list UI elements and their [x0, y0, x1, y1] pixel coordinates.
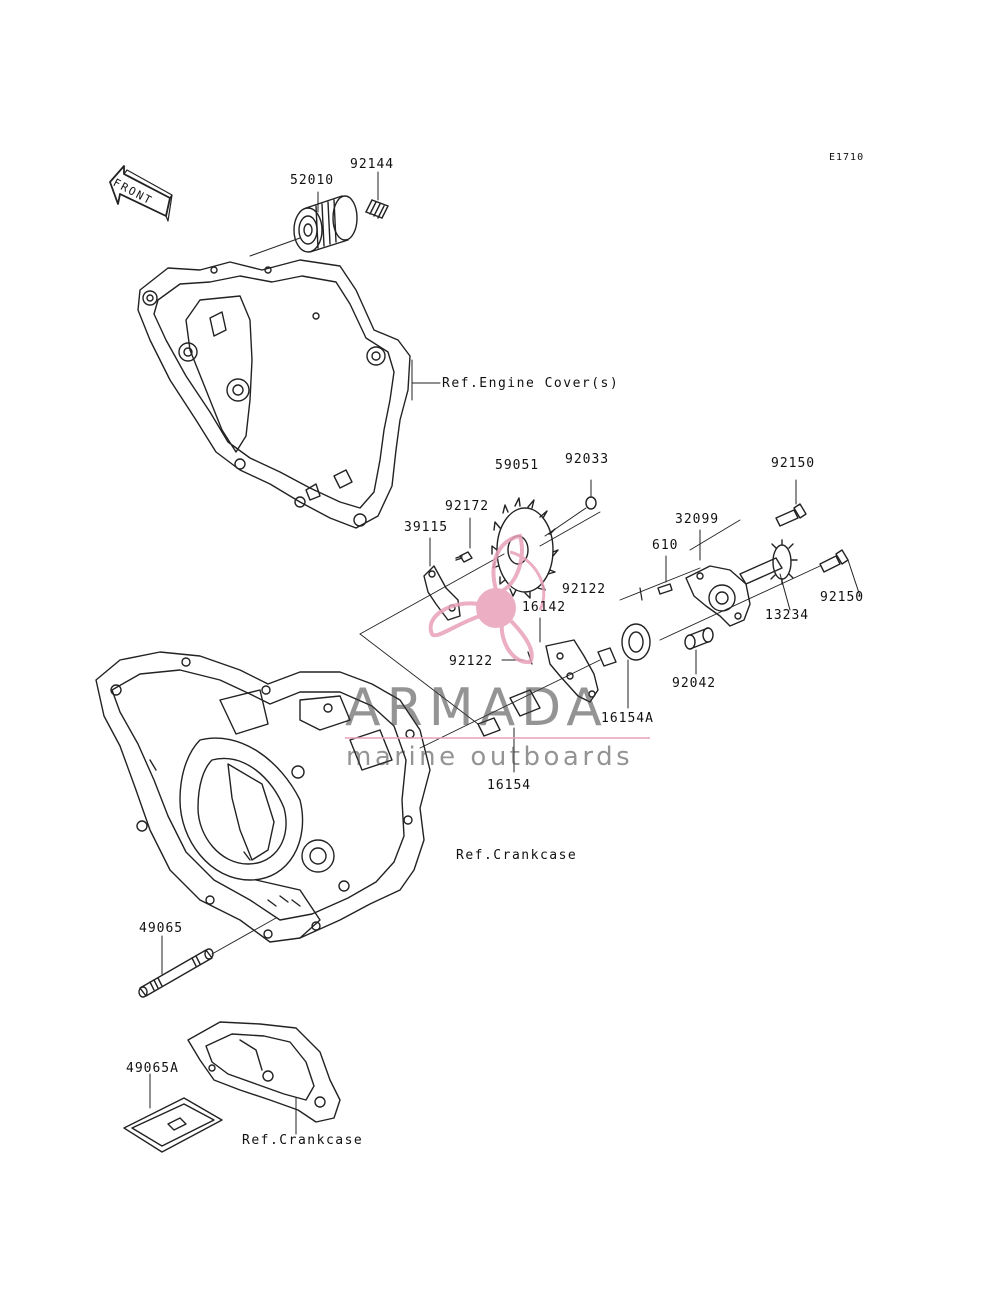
crankcase-icon [95, 651, 431, 943]
part-label-16142: 16142 [522, 600, 567, 615]
part-label-92122-b: 92122 [449, 654, 494, 669]
part-label-92150-top: 92150 [771, 456, 816, 471]
part-label-16154: 16154 [487, 778, 532, 793]
part-label-16154A: 16154A [601, 711, 654, 726]
part-label-610: 610 [652, 538, 679, 553]
pump-shaft-icon [739, 539, 798, 585]
ref-crankcase-lower: Ref.Crankcase [242, 1133, 364, 1148]
part-label-13234: 13234 [765, 608, 810, 623]
part-label-59051: 59051 [495, 458, 540, 473]
part-label-92042: 92042 [672, 676, 717, 691]
spring-icon [365, 199, 389, 219]
bolt-92150-icon [775, 503, 807, 527]
ref-crankcase: Ref.Crankcase [456, 848, 578, 863]
engine-cover-gasket [137, 259, 411, 529]
bolt-92150-icon [819, 549, 849, 573]
strainer-icon [123, 1097, 223, 1153]
part-label-92150-b: 92150 [820, 590, 865, 605]
outer-rotor-icon [621, 623, 651, 661]
watermark-logo-icon [428, 533, 546, 665]
part-label-52010: 52010 [290, 173, 335, 188]
circlip-icon [585, 496, 597, 510]
pump-cover-icon [545, 639, 599, 703]
part-label-49065A: 49065A [126, 1061, 179, 1076]
part-label-32099: 32099 [675, 512, 720, 527]
crankcase-fragment-icon [187, 1021, 341, 1123]
part-label-39115: 39115 [404, 520, 449, 535]
pump-body-icon [685, 565, 751, 627]
part-label-92144: 92144 [350, 157, 395, 172]
rotor-set-icon [477, 689, 541, 737]
ref-engine-cover: Ref.Engine Cover(s) [442, 376, 620, 391]
watermark-title: ARMADA [345, 678, 608, 738]
part-label-92033: 92033 [565, 452, 610, 467]
front-arrow-icon [109, 165, 173, 222]
shaft-49065-icon [138, 948, 214, 998]
part-label-92122-a: 92122 [562, 582, 607, 597]
part-label-49065: 49065 [139, 921, 184, 936]
oil-filter-icon [293, 195, 358, 253]
watermark-subtitle: marine outboards [346, 742, 634, 772]
inner-rotor-icon [597, 647, 617, 667]
figure-code: E1710 [829, 152, 865, 163]
bolt-92172-icon [455, 551, 473, 563]
part-label-92172: 92172 [445, 499, 490, 514]
collar-icon [684, 627, 714, 650]
pin-610-icon [657, 583, 673, 595]
